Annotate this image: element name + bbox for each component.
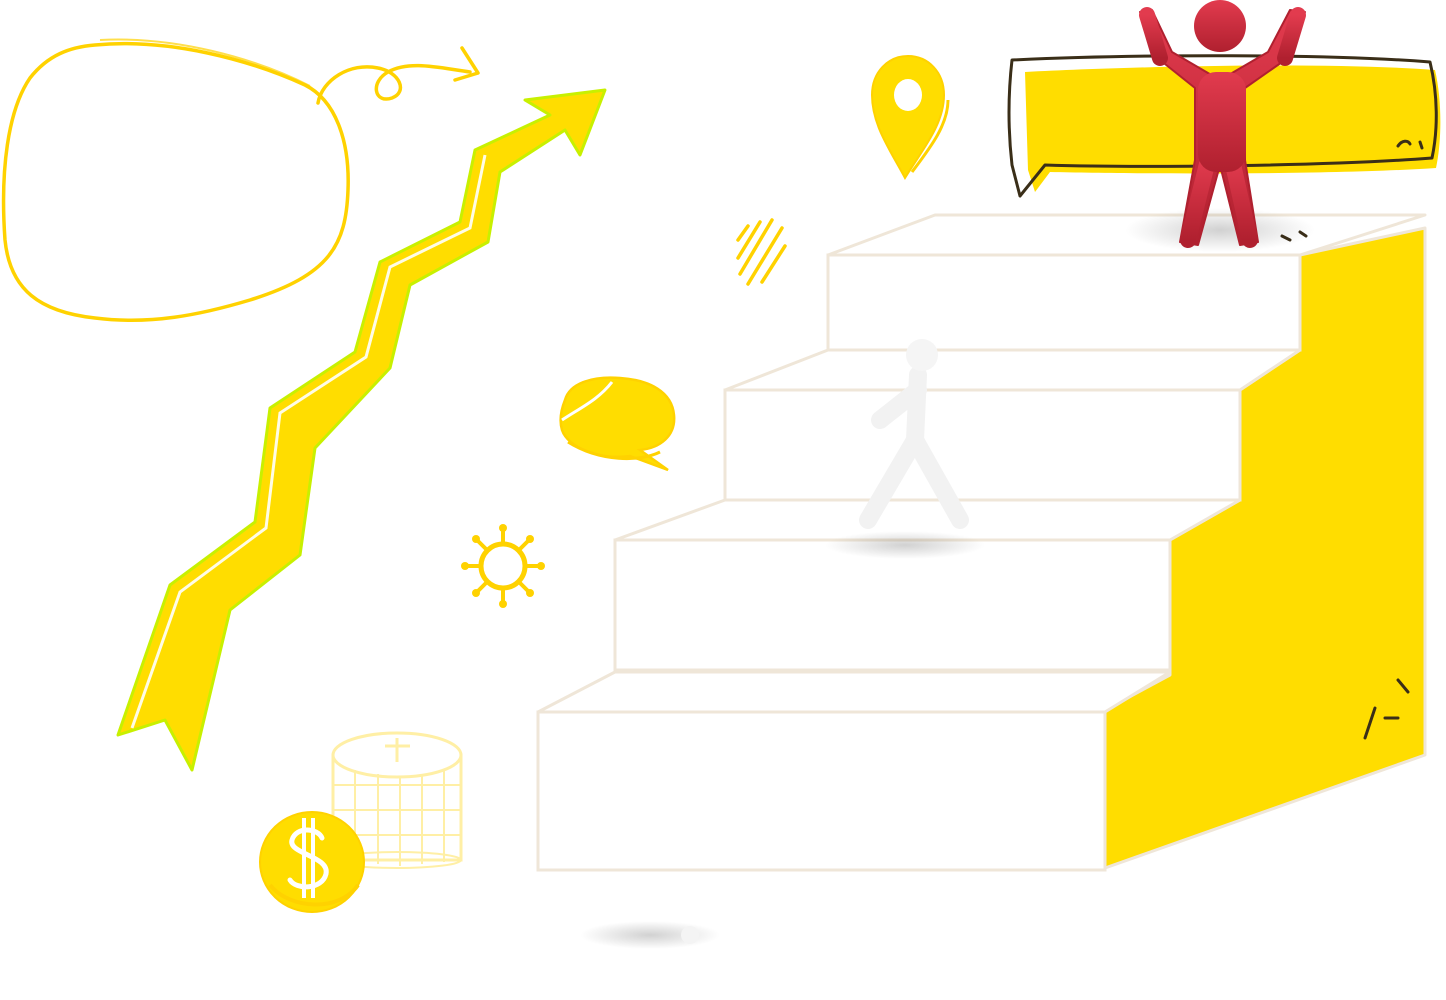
speech-bubble-icon <box>559 376 676 472</box>
thought-bubble-icon <box>1 38 350 323</box>
location-pin-icon <box>870 54 950 181</box>
celebrating-person-icon <box>1125 0 1315 252</box>
dollar-coin-icon <box>259 811 365 913</box>
hatched-mark-icon <box>735 218 787 286</box>
squiggle-arrow-icon <box>316 46 480 105</box>
virus-icon <box>461 524 545 608</box>
ghost-climbing-person-icon <box>580 339 985 949</box>
stairs-icon <box>536 213 1427 872</box>
growth-arrow-icon <box>116 88 607 772</box>
